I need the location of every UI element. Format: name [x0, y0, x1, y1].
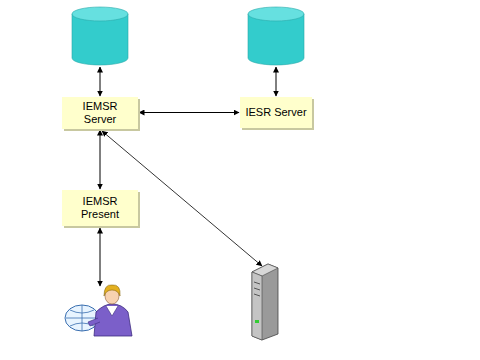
person-icon: [65, 285, 132, 336]
database-cylinder: [248, 7, 304, 65]
process-box: IESR Server: [240, 97, 312, 128]
connector: [139, 112, 239, 113]
box-label: IEMSR Present: [67, 195, 133, 221]
db-link: [276, 67, 277, 96]
user-link: [100, 228, 101, 286]
database-cylinder: [72, 7, 128, 65]
connector: [100, 130, 101, 189]
server-tower-icon: [252, 264, 278, 340]
box-label: IEMSR Server: [67, 100, 133, 126]
process-box: IEMSR Present: [62, 190, 138, 226]
process-box: IEMSR Server: [62, 97, 138, 129]
db-link: [100, 67, 101, 96]
box-label: IESR Server: [245, 106, 306, 119]
